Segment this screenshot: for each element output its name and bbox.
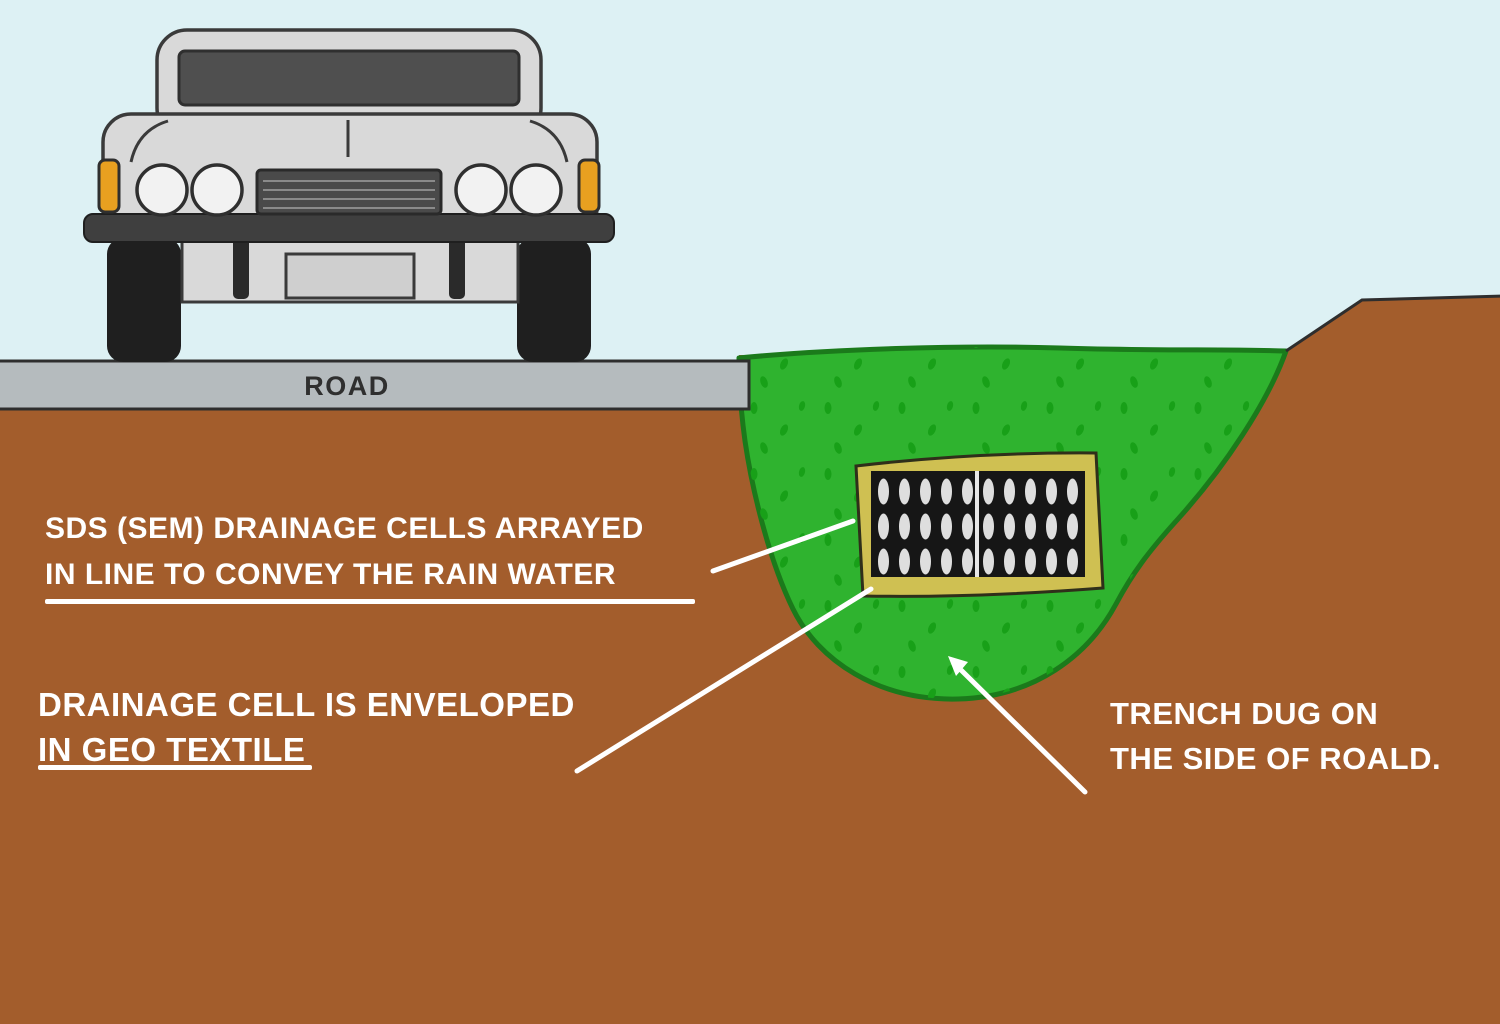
annotation-trench-line2: THE SIDE OF ROALD. <box>1110 741 1442 776</box>
car-wheel-left <box>107 238 181 362</box>
annotation-drainage-cells: SDS (SEM) DRAINAGE CELLS ARRAYED IN LINE… <box>45 506 644 598</box>
annotation-trench-line1: TRENCH DUG ON <box>1110 696 1379 731</box>
car-bumper-guard-right <box>449 231 465 299</box>
annotation-drainage-cells-underline <box>45 599 695 604</box>
bank-outline <box>1285 294 1500 353</box>
arrowhead-icon <box>948 656 968 676</box>
annotation-geo-textile: DRAINAGE CELL IS ENVELOPED IN GEO TEXTIL… <box>38 682 575 772</box>
annotation-geo-textile-line2: IN GEO TEXTILE <box>38 731 306 768</box>
annotation-drainage-cells-line1: SDS (SEM) DRAINAGE CELLS ARRAYED <box>45 512 644 545</box>
car-headlight-2 <box>190 163 244 217</box>
car-icon <box>83 28 615 362</box>
annotation-geo-textile-line1: DRAINAGE CELL IS ENVELOPED <box>38 686 575 723</box>
drainage-cell-assembly <box>854 451 1105 598</box>
cell-panel-divider <box>975 471 979 577</box>
car-windshield <box>177 49 521 107</box>
leader-line-geo-textile <box>574 586 874 774</box>
road-surface <box>0 359 751 411</box>
leader-line-drainage-cells <box>710 518 856 574</box>
car-fender-crease-right <box>529 119 569 163</box>
car-headlight-3 <box>454 163 508 217</box>
annotation-drainage-cells-line2: IN LINE TO CONVEY THE RAIN WATER <box>45 558 617 591</box>
annotation-geo-textile-underline <box>38 765 312 770</box>
car-headlight-1 <box>135 163 189 217</box>
road-label: ROAD <box>304 371 390 401</box>
car-bumper <box>83 213 615 243</box>
car-bumper-guard-left <box>233 231 249 299</box>
car-fender-crease-left <box>129 119 169 163</box>
car-license-plate <box>284 252 416 300</box>
leader-line-trench <box>957 666 1088 795</box>
car-indicator-left <box>97 158 121 214</box>
car-wheel-right <box>517 238 591 362</box>
annotation-trench: TRENCH DUG ON THE SIDE OF ROALD. <box>1110 691 1441 781</box>
car-indicator-right <box>577 158 601 214</box>
car-grille <box>255 168 443 216</box>
car-headlight-4 <box>509 163 563 217</box>
